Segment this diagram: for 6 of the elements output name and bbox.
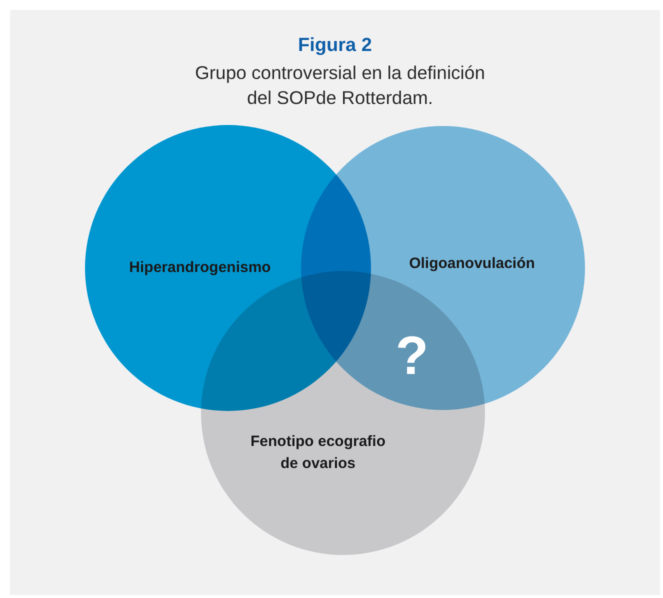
figure-caption: Grupo controversial en la definición del SOPde Rotterdam. <box>194 61 486 110</box>
set-label: Hiperandrogenismo <box>129 258 271 278</box>
set-label: Oligoanovulación <box>409 254 535 274</box>
figure-title: Figura 2 <box>297 35 373 57</box>
question-mark: ? <box>396 329 428 383</box>
set-label: Fenotipo ecografio de ovarios <box>250 432 386 474</box>
